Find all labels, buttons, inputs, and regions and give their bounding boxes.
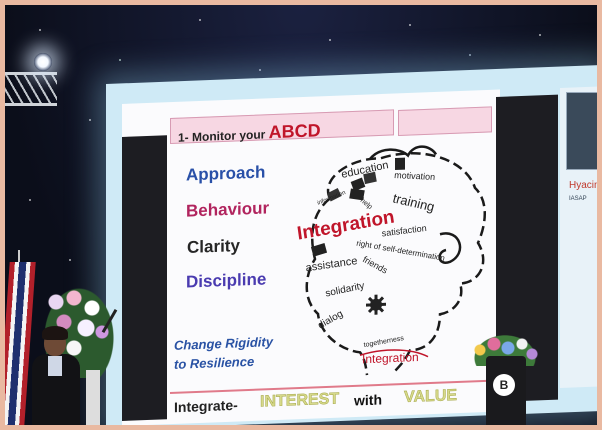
tagline-line1: Change Rigidity	[174, 334, 273, 353]
word-togetherness: togetherness	[363, 335, 405, 349]
word-integration-bottom: Integration	[362, 350, 419, 366]
hair-scribble	[369, 145, 438, 160]
word-assistance: assistance	[305, 255, 358, 274]
book-icon	[350, 177, 366, 192]
word-friends: friends	[361, 254, 390, 276]
value-word: VALUE	[404, 386, 458, 407]
word-motivation: motivation	[394, 170, 436, 182]
word-discipline: Discipline	[186, 269, 267, 292]
integrate-label: Integrate-	[174, 396, 238, 416]
slide-dark-margin-left	[122, 135, 167, 421]
with-word: with	[354, 391, 382, 409]
gear-teeth	[366, 294, 386, 315]
podium-logo: B	[493, 374, 515, 396]
book-icon	[310, 243, 328, 257]
speaker-person	[30, 326, 82, 430]
word-clarity: Clarity	[187, 235, 240, 258]
slide-title-prefix: 1- Monitor your	[178, 127, 269, 145]
tagline-line2: to Resilience	[174, 353, 255, 372]
speaker-org: IASAP	[569, 196, 587, 202]
word-behaviour: Behaviour	[186, 198, 270, 221]
slide-title-bar-right	[398, 106, 492, 136]
speaker-collar	[48, 356, 62, 376]
ear-swirl	[438, 232, 462, 264]
word-dialog: dialog	[316, 308, 345, 331]
word-solidarity: solidarity	[325, 280, 366, 299]
word-help: help	[359, 197, 374, 211]
spotlight	[34, 53, 52, 71]
speaker-name: Hyacint	[569, 180, 602, 191]
book-icon	[349, 188, 365, 201]
slide-title-emphasis: ABCD	[268, 120, 321, 143]
word-training: training	[391, 190, 436, 214]
head-word-cloud: education motivation training informatio…	[296, 145, 486, 376]
head-outline	[305, 151, 486, 376]
book-icon	[395, 157, 405, 170]
interest-word: INTEREST	[260, 390, 340, 411]
lighting-truss	[5, 72, 57, 106]
book-icon	[326, 188, 342, 202]
word-approach: Approach	[186, 162, 266, 185]
book-icon	[363, 171, 377, 185]
word-integration-main: Integration	[296, 207, 396, 245]
integration-arc	[359, 349, 429, 358]
flower-stand	[86, 370, 100, 430]
speaker-hair	[42, 326, 68, 340]
speaker-photo	[566, 92, 600, 170]
tagline: Change Rigidity to Resilience	[174, 332, 273, 374]
